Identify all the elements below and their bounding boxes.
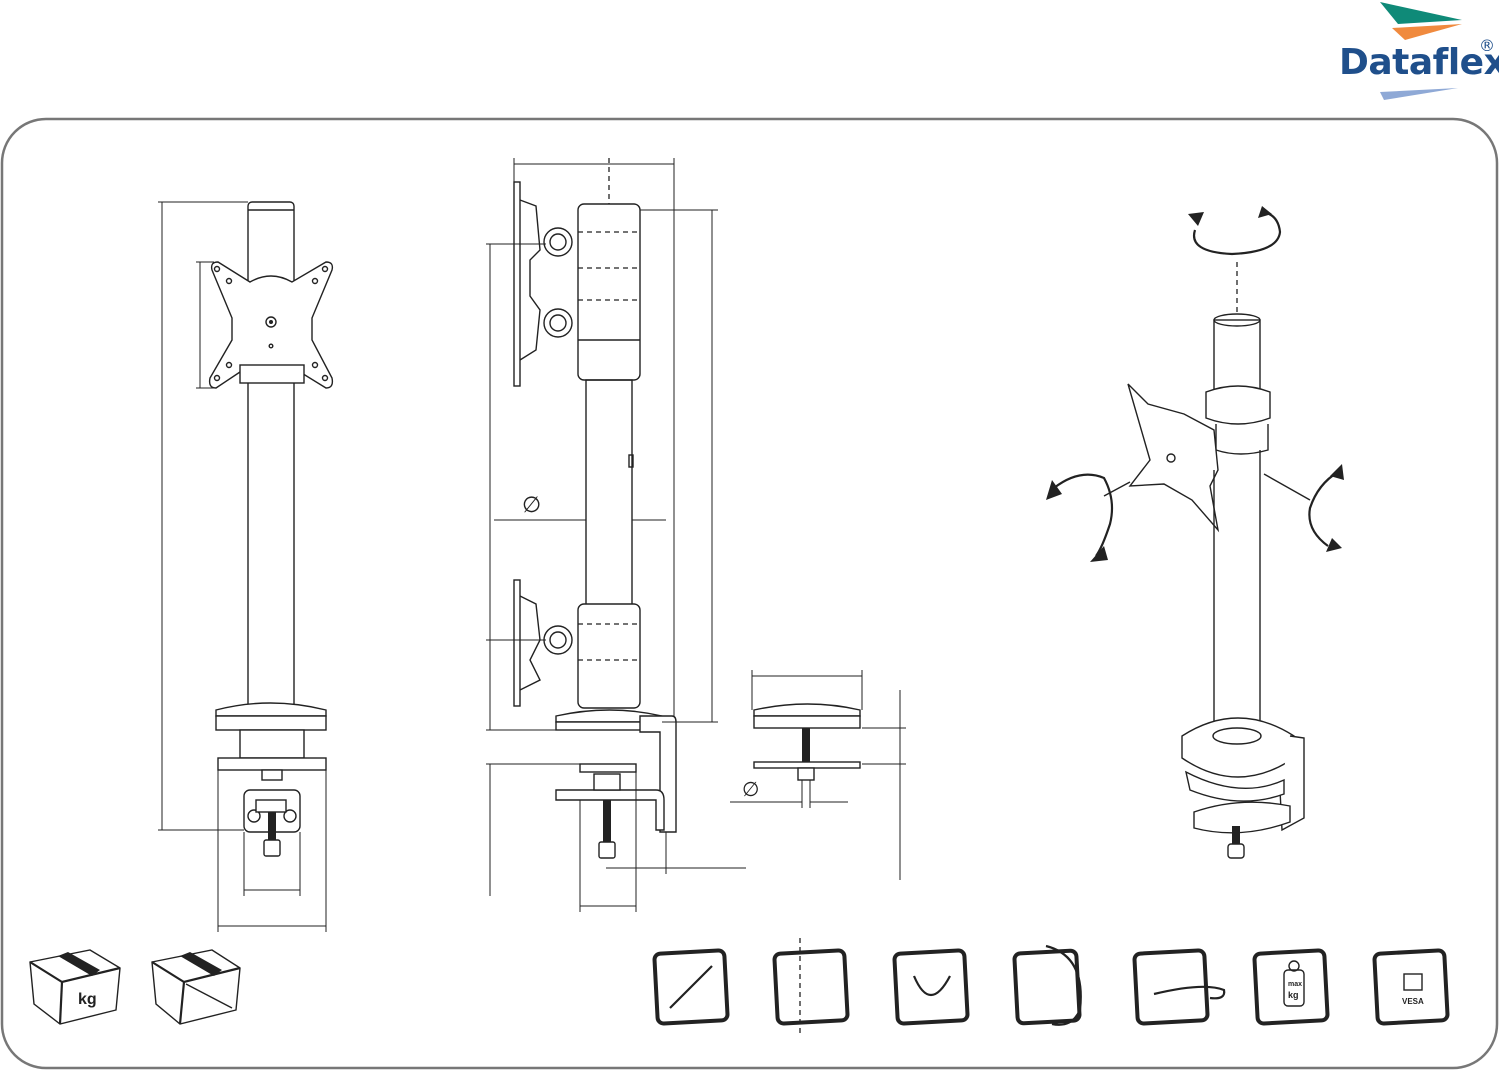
height-adjust-icon [774,938,848,1036]
side-bracket-lower [520,596,540,690]
iso-clamp-screw [1232,826,1240,846]
iso-clamp-plate-lower [1194,802,1290,833]
front-clamp-knob [264,840,280,856]
front-collar [240,365,304,383]
side-plate-upper [514,182,520,386]
side-pole [586,380,632,608]
front-clamp-screw [268,812,276,840]
front-vesa-center-dot [269,320,273,324]
side-clamp-screw [603,800,611,842]
side-diameter-symbol: ∅ [522,493,541,518]
iso-rotate-arrow-top [1194,212,1280,254]
package-weight-icon: kg [30,950,120,1024]
side-clamp-knob [599,842,615,858]
isometric-view [1046,206,1344,858]
iso-pole-upper [1214,320,1260,390]
detail-nut [798,768,814,780]
side-knob-upper [544,228,572,256]
iso-clamp-knob [1228,844,1244,858]
front-clamp-body [240,730,304,758]
detail-plate [754,762,860,768]
detail-diameter-symbol: ∅ [742,777,759,801]
front-base-disc [216,716,326,730]
detail-base-dome [754,704,860,716]
rotate-icon [1134,950,1224,1024]
iso-arrow-head [1188,212,1204,226]
screen-size-icon [654,950,728,1024]
package-size-icon [152,950,240,1024]
side-view: ∅ [486,158,746,912]
front-view [158,202,332,932]
tilt-icon [894,950,968,1024]
package-weight-label: kg [78,991,97,1008]
front-clamp-plate [218,758,326,770]
front-base-dome [216,703,326,716]
side-head-upper [578,204,640,380]
side-bracket-upper [520,200,540,360]
front-clamp-nut [262,770,282,780]
iso-arrow-head [1258,206,1272,218]
swivel-icon [1014,946,1081,1025]
clamp-detail-view: ∅ [730,670,906,880]
front-clamp-nut-lower [256,800,286,812]
iso-collar [1206,386,1270,424]
vesa-icon: VESA [1374,950,1448,1024]
side-knob-middle [544,309,572,337]
iso-base [1182,718,1294,777]
iso-vesa-plate [1128,384,1218,530]
max-load-label-bottom: kg [1288,990,1299,1000]
iso-arrow-head [1330,464,1344,480]
side-plate-lower [514,580,520,706]
iso-arrow-head [1090,546,1108,562]
side-head-lower [578,604,640,708]
side-clamp-nut [594,774,620,790]
side-clamp-upper-plate [580,764,636,772]
iso-head [1216,424,1268,454]
side-knob-lower [544,626,572,654]
detail-base-disc [754,716,860,728]
max-load-icon: max kg [1254,950,1328,1024]
iso-tilt-axis [1264,474,1310,500]
iso-tilt-arrow-left [1054,475,1112,556]
max-load-label-top: max [1288,981,1302,988]
vesa-label: VESA [1402,997,1424,1006]
side-pole-mark [629,455,633,467]
iso-tilt-arrow-right [1309,472,1338,546]
